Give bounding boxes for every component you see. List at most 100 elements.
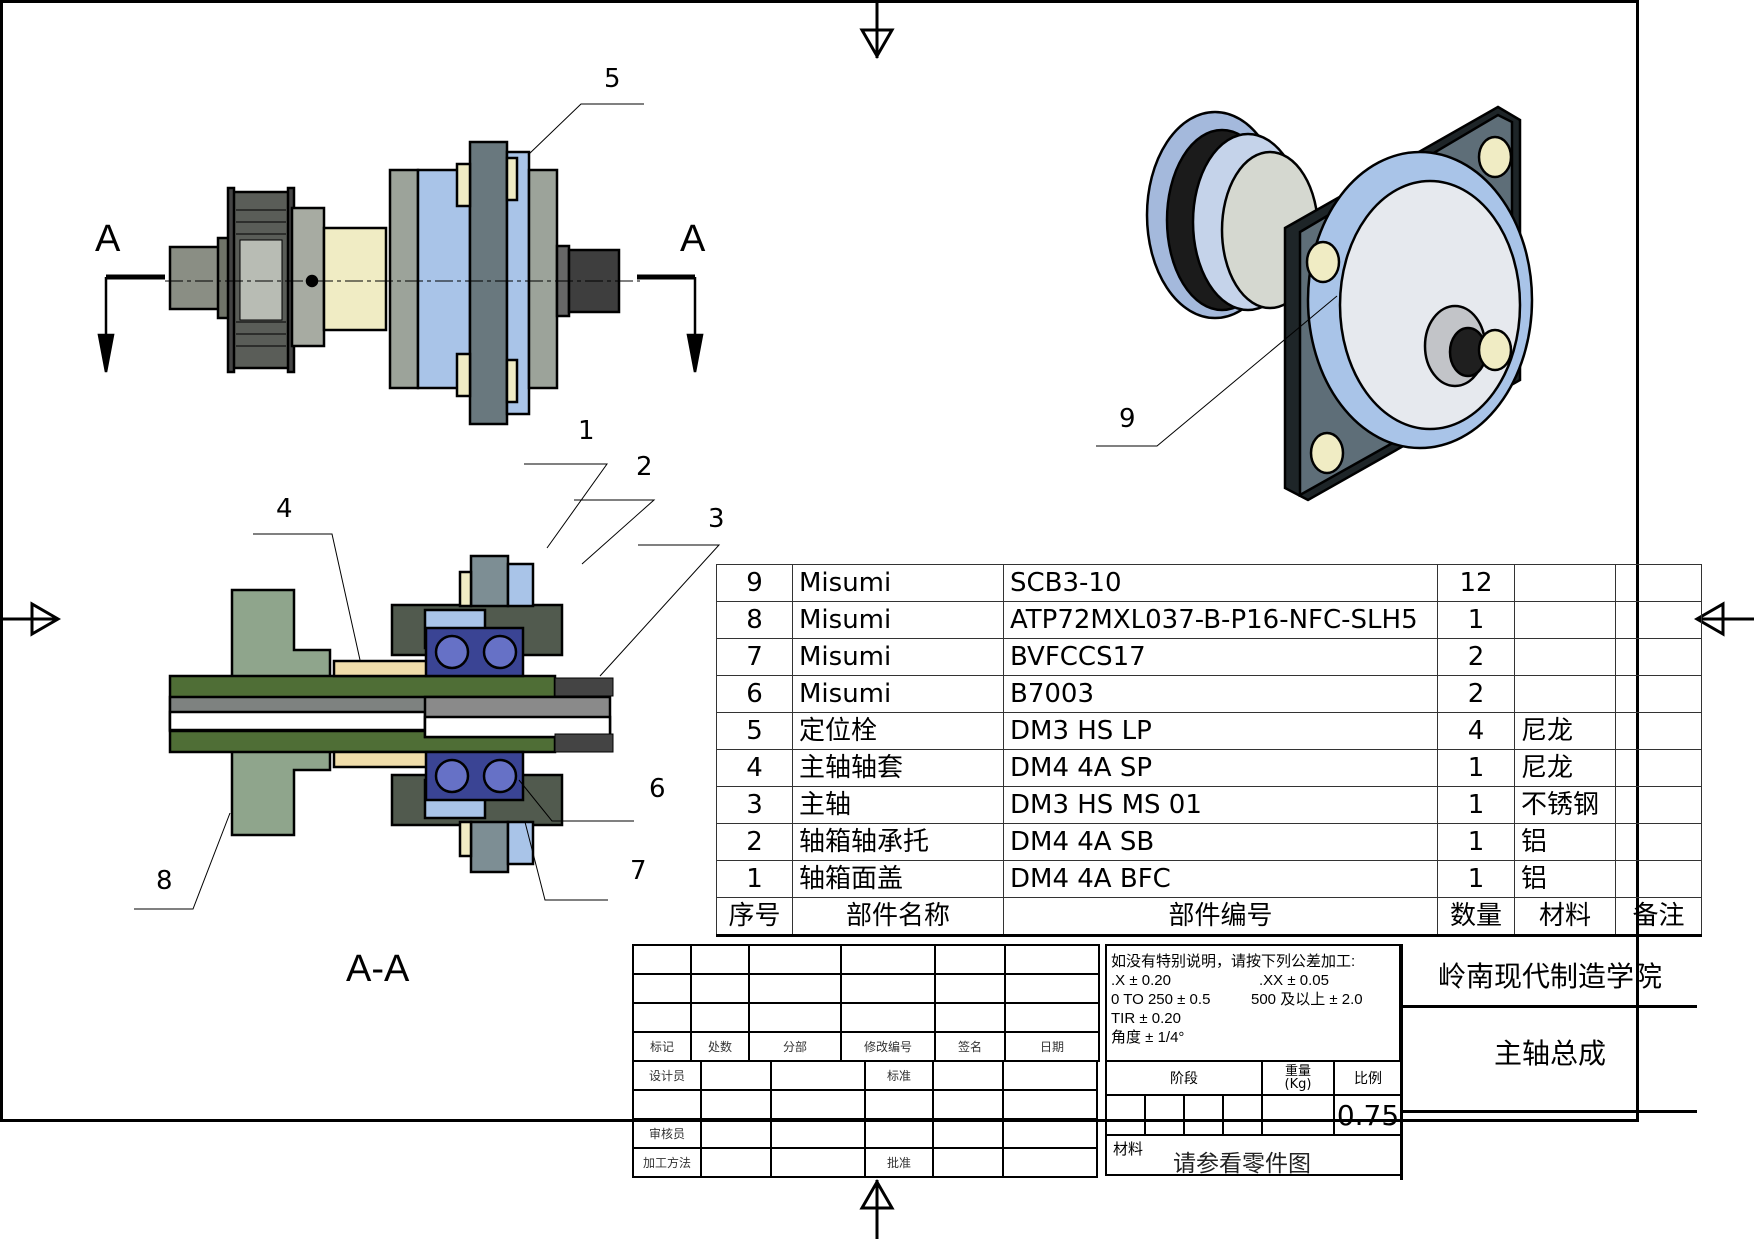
centering-mark-top [859,0,895,60]
bom-cell-qty: 2 [1437,638,1515,676]
isometric-view [1096,105,1534,502]
tolerance-500-up: 500 及以上 ± 2.0 [1251,991,1363,1008]
section-label-a-right: A [680,218,706,260]
tolerance-xx: .XX ± 0.05 [1259,972,1329,989]
section-view [134,463,721,910]
bom-cell-no: 8 [716,601,793,639]
bom-cell-no: 5 [716,712,793,750]
section-arrow-right [686,333,704,373]
section-line-right [637,274,697,335]
balloon-1: 1 [578,416,595,446]
bom-header-part-no: 部件编号 [1003,897,1438,937]
bom-header-name: 部件名称 [792,897,1004,937]
approve-label: 批准 [864,1147,934,1178]
reviewer-label: 审核员 [632,1118,702,1149]
side-view [97,103,704,426]
tolerance-note: 如没有特别说明，请按下列公差加工: .X ± 0.20.XX ± 0.05 0 … [1105,944,1401,1062]
rev-header-mark: 标记 [632,1031,692,1062]
signature-block: 设计员 标准 审核员 加工方法 批准 [632,1060,1098,1178]
bom-cell-part-no: DM4 4A SP [1003,749,1438,787]
bom-cell-no: 3 [716,786,793,824]
bom-cell-part-no: B7003 [1003,675,1438,713]
balloon-6: 6 [649,774,666,804]
organization-name: 岭南现代制造学院 [1403,944,1697,1008]
balloon-8: 8 [156,866,173,896]
bom-cell-qty: 12 [1437,564,1515,602]
bom-header-row: 序号 部件名称 部件编号 数量 材料 备注 [716,897,1702,937]
balloon-2: 2 [636,452,653,482]
drawing-number-cell [1403,1113,1697,1180]
bom-cell-material [1514,601,1616,639]
bom-cell-material: 尼龙 [1514,712,1616,750]
section-arrow-left [97,333,115,373]
bom-cell-qty: 1 [1437,860,1515,898]
balloon-5: 5 [604,64,621,94]
title-block-right: 岭南现代制造学院 主轴总成 [1400,944,1697,1180]
standard-label: 标准 [864,1060,934,1091]
bom-cell-material [1514,675,1616,713]
centering-mark-bottom [859,1178,895,1239]
bom-cell-material: 尼龙 [1514,749,1616,787]
bom-cell-no: 1 [716,860,793,898]
bom-cell-part-no: DM4 4A SB [1003,823,1438,861]
designer-label: 设计员 [632,1060,702,1091]
rev-header-signature: 签名 [934,1031,1006,1062]
bom-cell-part-no: BVFCCS17 [1003,638,1438,676]
bom-cell-no: 4 [716,749,793,787]
rev-header-count: 处数 [690,1031,750,1062]
bom-cell-note [1615,823,1702,861]
bom-cell-name: Misumi [792,601,1004,639]
tolerance-line-1: 如没有特别说明，请按下列公差加工: [1111,953,1356,970]
weight-label: 重量 (Kg) [1261,1060,1335,1096]
bom-cell-no: 9 [716,564,793,602]
bom-cell-note [1615,638,1702,676]
bom-cell-material: 铝 [1514,860,1616,898]
bom-cell-material: 铝 [1514,823,1616,861]
scale-label: 比例 [1333,1060,1403,1096]
process-label: 加工方法 [632,1147,702,1178]
scale-value: 0.75 [1333,1094,1403,1136]
bom-header-no: 序号 [716,897,793,937]
bom-cell-qty: 2 [1437,675,1515,713]
bom-cell-note [1615,564,1702,602]
bom-cell-part-no: DM3 HS MS 01 [1003,786,1438,824]
stage-weight-scale-block: 阶段 重量 (Kg) 比例 0.75 材料 请参看零件图 [1105,1060,1403,1177]
bom-cell-qty: 4 [1437,712,1515,750]
bom-cell-name: 主轴轴套 [792,749,1004,787]
bom-cell-name: 轴箱面盖 [792,860,1004,898]
rev-header-change-no: 修改编号 [840,1031,936,1062]
bom-cell-name: 主轴 [792,786,1004,824]
bom-header-qty: 数量 [1437,897,1515,937]
stage-label: 阶段 [1105,1060,1263,1096]
bom-header-note: 备注 [1615,897,1702,937]
centering-mark-right [1693,601,1754,637]
bom-cell-no: 7 [716,638,793,676]
bom-cell-note [1615,786,1702,824]
section-line-left [104,274,165,335]
bom-cell-material [1514,638,1616,676]
balloon-9: 9 [1119,404,1136,434]
revision-block: 标记 处数 分部 修改编号 签名 日期 [632,944,1100,1062]
rev-header-date: 日期 [1004,1031,1100,1062]
bom-cell-note [1615,860,1702,898]
tolerance-tir: TIR ± 0.20 [1111,1010,1181,1027]
bom-cell-no: 2 [716,823,793,861]
bom-cell-name: 定位栓 [792,712,1004,750]
tolerance-0-250: 0 TO 250 ± 0.5 [1111,991,1211,1008]
bom-cell-part-no: SCB3-10 [1003,564,1438,602]
bom-cell-qty: 1 [1437,823,1515,861]
bom-cell-part-no: ATP72MXL037-B-P16-NFC-SLH5 [1003,601,1438,639]
bom-cell-note [1615,601,1702,639]
section-label-a-left: A [95,218,121,260]
bom-cell-name: Misumi [792,675,1004,713]
balloon-7: 7 [630,856,647,886]
